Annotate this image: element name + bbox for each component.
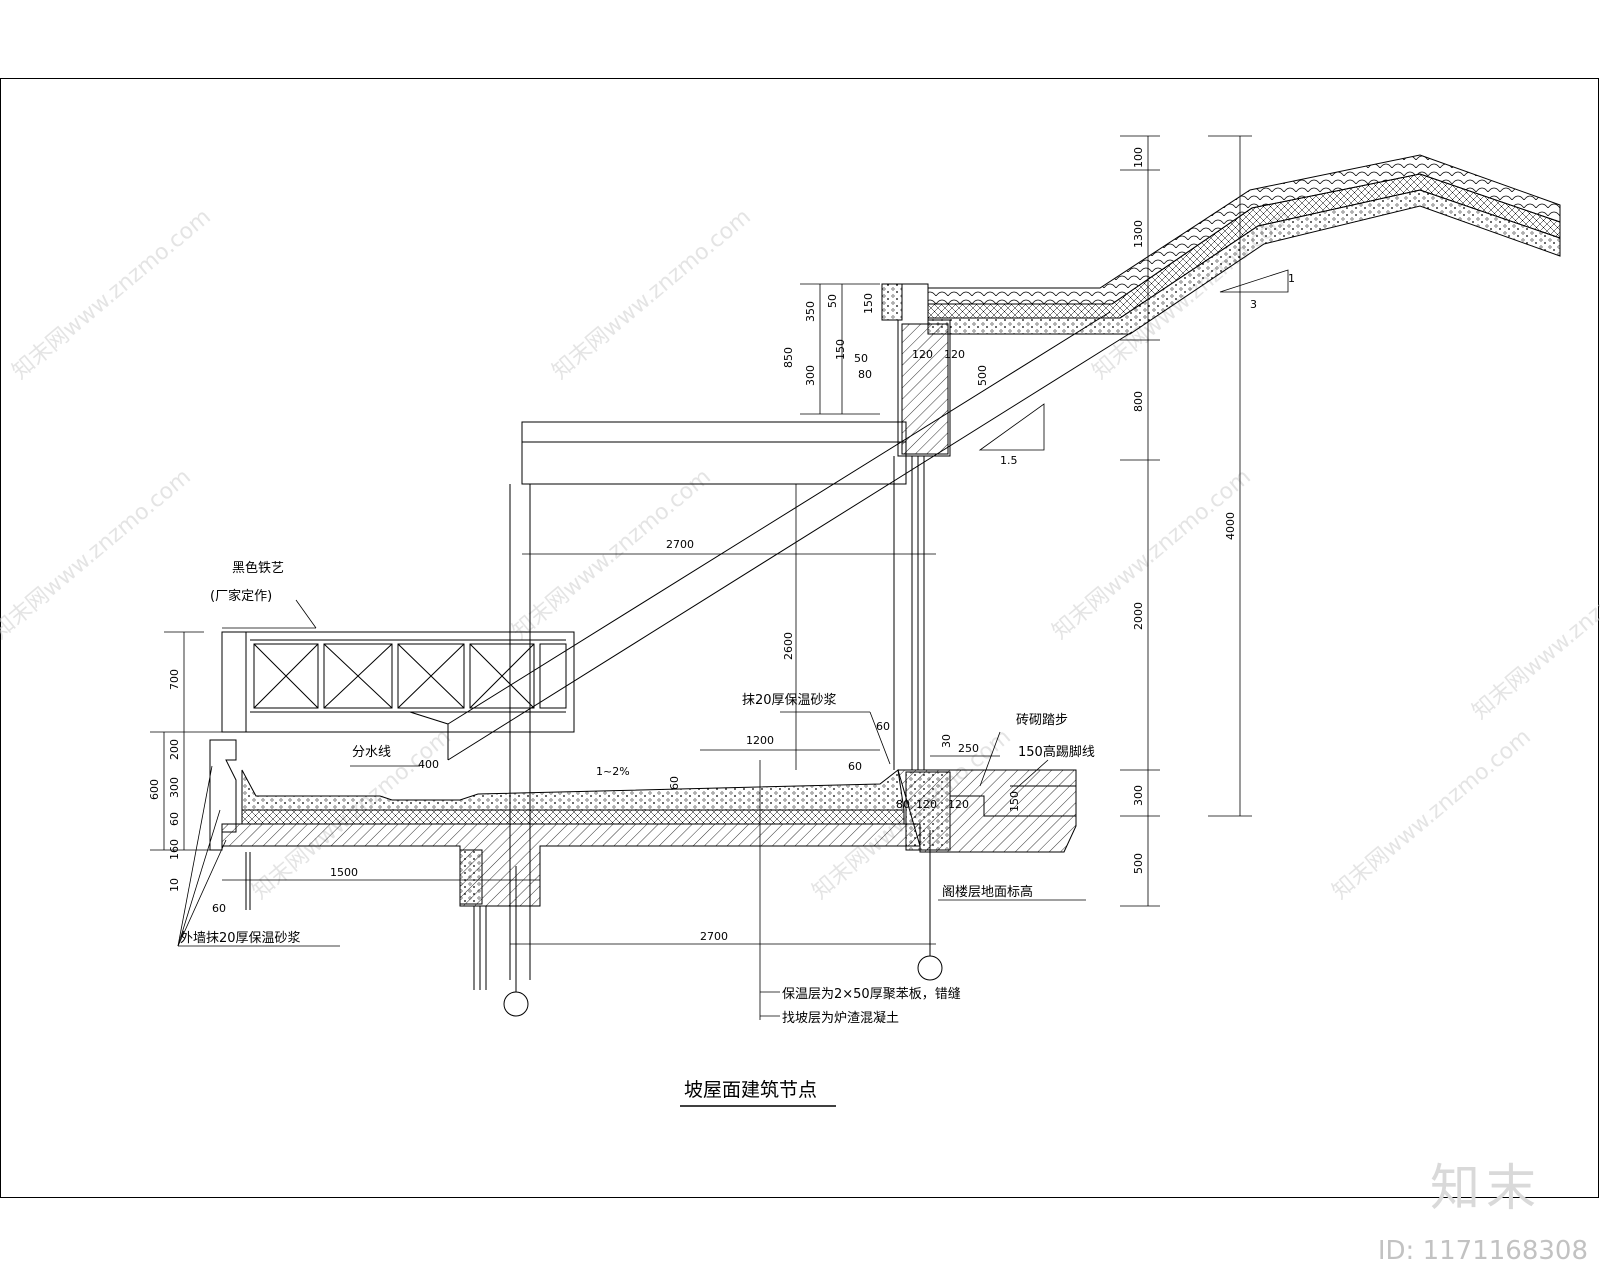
dim-2700-top: 2700 xyxy=(666,538,694,551)
dim-1300: 1300 xyxy=(1132,220,1145,248)
dim-150-parapet: 150 xyxy=(834,339,847,360)
dim-60: 60 xyxy=(168,812,181,826)
watermark-logo: 知末 xyxy=(1430,1159,1542,1217)
dim-300-gutter: 300 xyxy=(168,777,181,798)
parapet-column xyxy=(881,283,951,770)
note-mortar-bottom: 外墙抹20厚保温砂浆 xyxy=(180,931,301,946)
note-drain-line: 分水线 xyxy=(352,745,391,760)
note-iron-art-sub: (厂家定作) xyxy=(210,588,272,604)
grid-axis-markers xyxy=(503,830,943,1017)
watermark-text: 知末网www.znzmo.com xyxy=(508,464,716,644)
inclined-beam xyxy=(409,311,1133,761)
dim-60-bottom: 60 xyxy=(212,902,226,915)
dimension-lines xyxy=(150,135,1289,1020)
dim-120-c: 120 xyxy=(916,798,937,811)
dim-2700-bottom: 2700 xyxy=(700,930,728,943)
dim-2600: 2600 xyxy=(782,632,795,660)
terrace-slab xyxy=(209,739,1077,990)
dim-10: 10 xyxy=(168,878,181,892)
note-brick-step: 砖砌踏步 xyxy=(1016,713,1068,728)
dim-120-d: 120 xyxy=(948,798,969,811)
note-leveling: 找坡层为炉渣混凝土 xyxy=(782,1010,899,1026)
dim-60-floor: 60 xyxy=(668,776,681,790)
dim-800: 800 xyxy=(1132,391,1145,412)
iron-railing xyxy=(221,631,575,733)
dim-60-top: 60 xyxy=(876,720,890,733)
dim-80: 80 xyxy=(858,368,872,381)
leader-lines xyxy=(177,599,1086,1017)
dim-4000: 4000 xyxy=(1224,512,1237,540)
drawing-title-block: 坡屋面建筑节点 xyxy=(680,1079,836,1107)
dim-350: 350 xyxy=(804,301,817,322)
dim-1500: 1500 xyxy=(330,866,358,879)
dim-slope-1-5: 1.5 xyxy=(1000,454,1018,467)
dim-30: 30 xyxy=(940,734,953,748)
dimension-texts: 100 1300 800 4000 2000 300 500 850 350 5… xyxy=(148,147,1295,943)
image-id: ID: 1171168308 xyxy=(1377,1236,1588,1266)
drawing-frame xyxy=(0,78,1599,1198)
note-mortar-top: 抹20厚保温砂浆 xyxy=(742,693,837,708)
dim-ratio-3: 3 xyxy=(1250,298,1257,311)
dim-50: 50 xyxy=(826,294,839,308)
annotation-notes: 黑色铁艺 (厂家定作) 抹20厚保温砂浆 分水线 1~2% 砖砌踏步 150高踢… xyxy=(180,560,1095,1026)
dim-100: 100 xyxy=(1132,147,1145,168)
dim-700: 700 xyxy=(168,669,181,690)
note-slope: 1~2% xyxy=(596,765,630,778)
dim-500: 500 xyxy=(1132,853,1145,874)
note-kick-line: 150高踢脚线 xyxy=(1018,744,1095,760)
dim-150: 150 xyxy=(862,293,875,314)
dim-300: 300 xyxy=(1132,785,1145,806)
dim-50-parapet: 50 xyxy=(854,352,868,365)
drawing-title: 坡屋面建筑节点 xyxy=(684,1079,817,1101)
dim-850: 850 xyxy=(782,347,795,368)
note-floor-level: 阁楼层地面标高 xyxy=(942,884,1033,900)
dim-600: 600 xyxy=(148,779,161,800)
dim-120-a: 120 xyxy=(912,348,933,361)
dim-2000: 2000 xyxy=(1132,602,1145,630)
dim-250: 250 xyxy=(958,742,979,755)
note-iron-art: 黑色铁艺 xyxy=(232,560,284,576)
watermark-text: 知末网www.znzmo.com xyxy=(0,464,196,644)
roof-tile-section xyxy=(927,154,1561,335)
dim-160: 160 xyxy=(168,839,181,860)
canopy-block xyxy=(509,421,907,980)
dim-60-sill: 60 xyxy=(848,760,862,773)
watermark-text: 知末网www.znzmo.com xyxy=(1328,724,1536,904)
railing-panels xyxy=(253,643,567,709)
watermark-text: 知末网www.znzmo.com xyxy=(1468,544,1600,724)
note-insulation: 保温层为2×50厚聚苯板，错缝 xyxy=(782,987,961,1002)
dim-ratio-1: 1 xyxy=(1288,272,1295,285)
watermark-text: 知末网www.znzmo.com xyxy=(548,204,756,384)
dim-500-window: 500 xyxy=(976,365,989,386)
dim-200: 200 xyxy=(168,739,181,760)
watermark-text: 知末网www.znzmo.com xyxy=(8,204,216,384)
watermark-text: 知末网www.znzmo.com xyxy=(1048,464,1256,644)
dim-150-step: 150 xyxy=(1008,791,1021,812)
dim-1200: 1200 xyxy=(746,734,774,747)
dim-120-b: 120 xyxy=(944,348,965,361)
dim-400: 400 xyxy=(418,758,439,771)
dim-300-parapet: 300 xyxy=(804,365,817,386)
dim-80-base: 80 xyxy=(896,798,910,811)
